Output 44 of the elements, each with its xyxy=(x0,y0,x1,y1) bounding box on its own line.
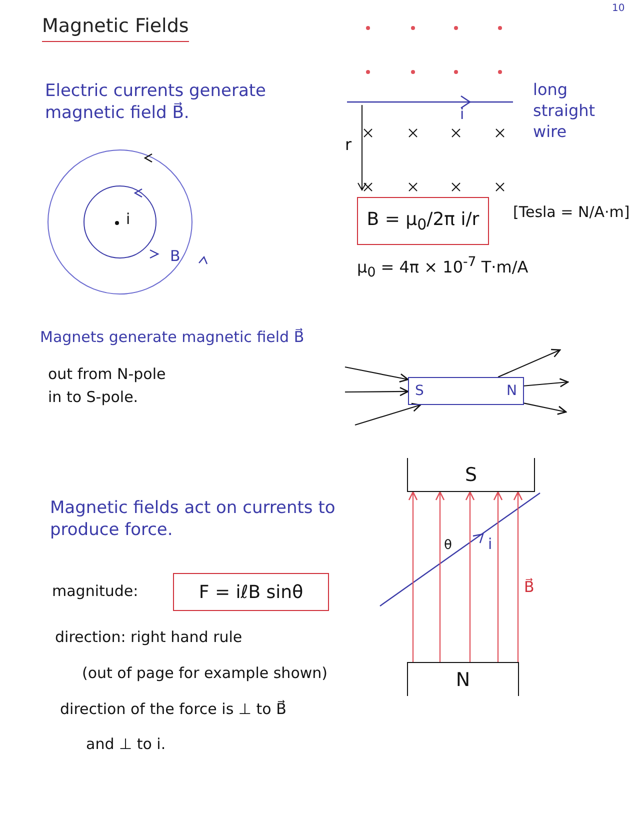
current-label: i xyxy=(488,535,492,554)
note-text: out from N-pole xyxy=(48,365,166,384)
pole-label: S xyxy=(415,383,424,399)
equation-box xyxy=(357,197,489,245)
field-line-arrow xyxy=(498,348,561,378)
distance-label: r xyxy=(345,135,352,156)
field-line xyxy=(435,491,445,662)
heading-text: Magnets generate magnetic field B⃗ xyxy=(40,328,304,348)
pole-label: N xyxy=(506,383,517,399)
heading-text: Magnetic fields act on currents to produce force. xyxy=(50,497,336,542)
pole-label: N xyxy=(456,668,470,690)
field-label: B xyxy=(170,247,180,266)
equation: B = μ$_{0}$/2π i/r xyxy=(366,208,480,234)
field-line xyxy=(493,491,503,662)
equation: F = iℓB sinθ xyxy=(198,582,304,602)
field-line xyxy=(408,491,418,662)
wire-label: long straight wire xyxy=(533,80,596,142)
field-line-arrow xyxy=(524,378,569,388)
note-text: direction: right hand rule xyxy=(55,628,242,648)
note-text: magnitude: xyxy=(52,582,138,602)
field-line xyxy=(513,491,523,662)
note-text: in to S-pole. xyxy=(48,388,138,408)
bar-magnet xyxy=(408,377,524,405)
note-text: (out of page for example shown) xyxy=(82,664,328,684)
note-text: and ⊥ to i. xyxy=(86,735,166,754)
pole-label: S xyxy=(464,464,478,486)
unit-note: [Tesla = N/A·m] xyxy=(513,203,630,222)
current-label: i xyxy=(126,210,130,230)
field-line-arrow xyxy=(344,366,409,383)
field-line-arrow xyxy=(354,402,421,426)
magnet-pole xyxy=(407,458,535,492)
constant-equation: μ$_{0}$ = 4π × 10$^{-7}$ T·m/A xyxy=(357,254,528,282)
magnet-pole xyxy=(407,662,519,696)
field-line xyxy=(465,491,475,662)
title: Magnetic Fields xyxy=(42,14,189,42)
current-label: i xyxy=(460,105,464,124)
heading-text: Electric currents generate magnetic field B⃗. xyxy=(45,80,267,124)
angle-label: θ xyxy=(444,538,452,555)
equation-box xyxy=(173,573,329,611)
field-line-arrow xyxy=(345,386,409,396)
note-text: direction of the force is ⊥ to B⃗ xyxy=(60,700,286,720)
field-label: B⃗ xyxy=(524,578,534,598)
page-number: 10 xyxy=(612,2,625,15)
field-line-arrow xyxy=(524,402,567,415)
